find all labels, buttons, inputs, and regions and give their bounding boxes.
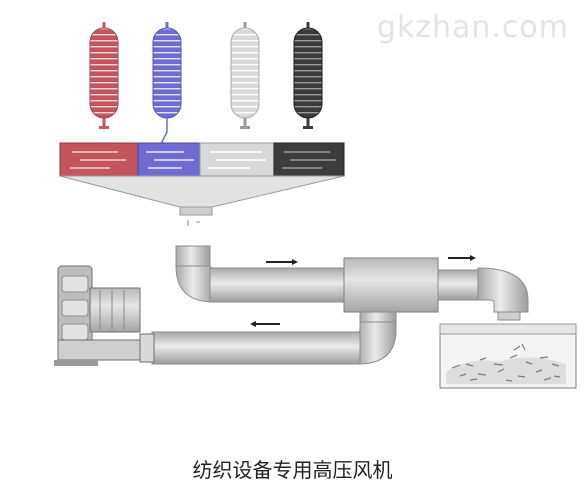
funnel-hopper bbox=[59, 175, 345, 226]
bobbin-white bbox=[230, 22, 260, 129]
return-pipe bbox=[151, 311, 397, 365]
outlet-pipe bbox=[437, 267, 529, 321]
flow-arrow-return bbox=[250, 321, 280, 327]
cyclone-separator-box bbox=[343, 257, 439, 313]
collection-bin bbox=[439, 323, 577, 389]
mixing-panel bbox=[59, 142, 345, 177]
watermark: gkzhan.com bbox=[376, 10, 569, 45]
diagram-caption: 纺织设备专用高压风机 bbox=[192, 458, 393, 482]
upper-intake-pipe bbox=[175, 245, 347, 303]
bobbin-black bbox=[293, 22, 323, 129]
flow-arrow-outlet bbox=[448, 255, 476, 261]
flow-arrow-intake bbox=[266, 259, 298, 265]
high-pressure-blower bbox=[54, 265, 155, 366]
bobbin-blue bbox=[152, 22, 182, 147]
bobbin-red bbox=[89, 22, 119, 129]
